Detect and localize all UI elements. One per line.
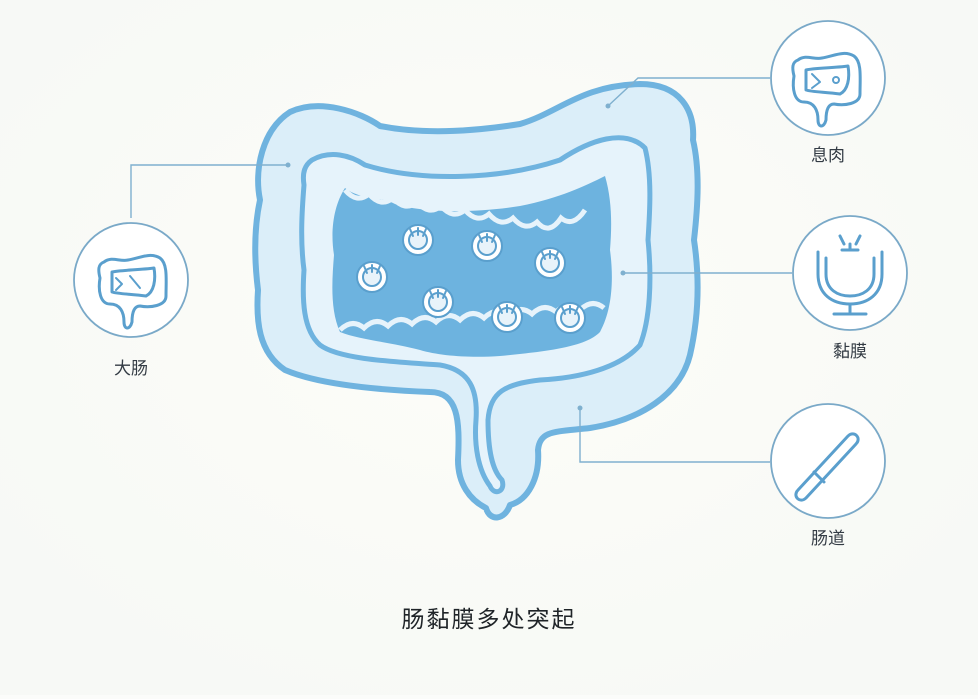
polyp-group <box>356 224 586 334</box>
callout-mucosa: 黏膜 <box>792 215 908 362</box>
polyp <box>491 301 523 333</box>
colon-polyp-icon <box>791 51 862 128</box>
polyp <box>402 224 434 256</box>
polyp <box>356 261 388 293</box>
callout-polyp: 息肉 <box>770 20 886 166</box>
polyp <box>534 247 566 279</box>
leader-line-polyp <box>607 77 770 107</box>
leader-line-large-intestine <box>130 164 288 218</box>
diagram-caption: 肠黏膜多处突起 <box>401 607 577 633</box>
callout-label-polyp: 息肉 <box>811 146 845 166</box>
leader-dots <box>285 103 626 411</box>
mucosa-cup-icon <box>816 234 884 316</box>
callout-label-intestinal-tract: 肠道 <box>811 529 845 549</box>
leader-lines <box>130 77 792 463</box>
callout-intestinal-tract: 肠道 <box>770 403 886 549</box>
polyp <box>422 286 454 318</box>
large-intestine <box>252 81 701 521</box>
polyp <box>471 230 503 262</box>
intestine-lumen <box>332 176 612 357</box>
colon-icon <box>97 253 168 330</box>
leader-line-intestinal-tract <box>579 408 770 463</box>
lumen-top-scallop <box>343 188 588 231</box>
tube-icon <box>794 432 860 502</box>
polyp <box>554 302 586 334</box>
callout-label-mucosa: 黏膜 <box>833 342 867 362</box>
callout-large-intestine: 大肠 <box>73 222 189 379</box>
callout-label-large-intestine: 大肠 <box>114 359 148 379</box>
